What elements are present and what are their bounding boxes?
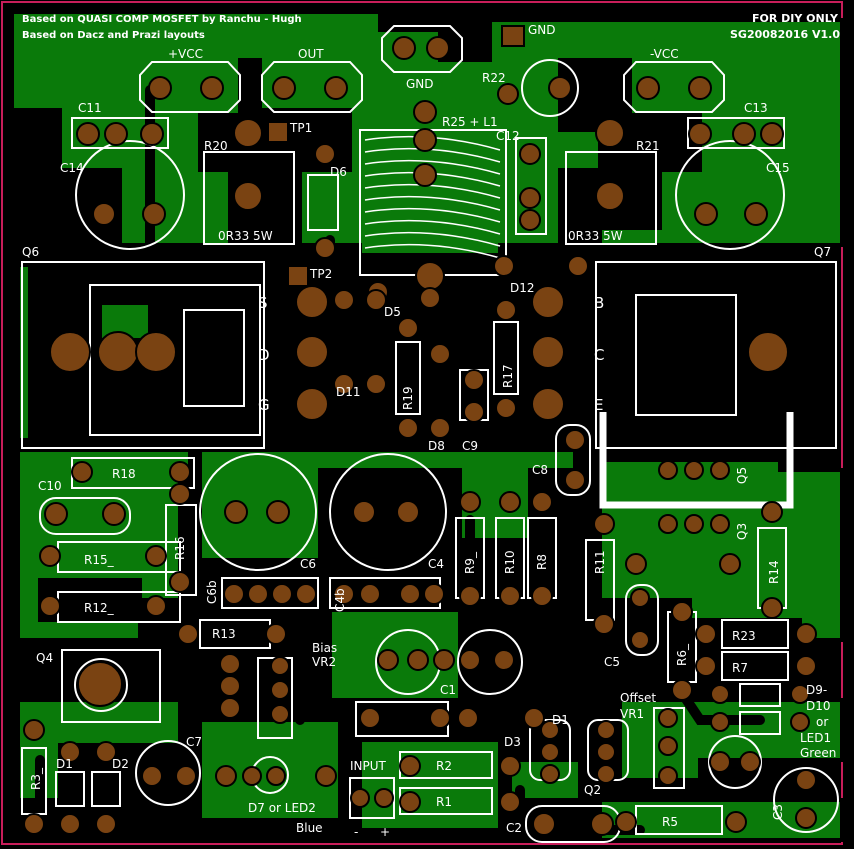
r25-label: R25 + L1 <box>442 115 498 129</box>
silkscreen <box>21 25 839 843</box>
q3-label: Q3 <box>735 523 749 540</box>
d12-label: D12 <box>510 281 535 295</box>
bias-label: Bias <box>312 641 337 655</box>
gnd-label: GND <box>406 77 434 91</box>
r17-label: R17 <box>501 364 515 388</box>
heatsink-bracket <box>599 412 794 509</box>
blue-label: Blue <box>296 821 323 835</box>
c1-label: C1 <box>440 683 456 697</box>
r21-value: 0R33 5W <box>568 229 623 243</box>
c13-label: C13 <box>744 101 768 115</box>
c10-label: C10 <box>38 479 62 493</box>
green-label: Green <box>800 746 836 760</box>
pin-g-label: G <box>258 396 270 414</box>
c14-label: C14 <box>60 161 84 175</box>
r8-label: R8 <box>535 554 549 570</box>
c6-label: C6 <box>300 557 316 571</box>
d2-label: D2 <box>112 757 129 771</box>
q2-label: Q2 <box>584 783 601 797</box>
vr2-label: VR2 <box>312 655 336 669</box>
input-plus: + <box>380 825 390 839</box>
r6-label: R6_ <box>675 643 689 666</box>
q7-label: Q7 <box>814 245 831 259</box>
d3-label: D3 <box>504 735 521 749</box>
c12-label: C12 <box>496 129 520 143</box>
d6-label: D6 <box>330 165 347 179</box>
credit-line-2: Based on Dacz and Prazi layouts <box>22 30 205 41</box>
tp1-label: TP1 <box>289 121 312 135</box>
c9-label: C9 <box>462 439 478 453</box>
c6b-label: C6b <box>205 580 219 604</box>
r3-label: R3_ <box>29 767 43 790</box>
r12-label: R12_ <box>84 601 115 615</box>
c5-label: C5 <box>604 655 620 669</box>
input-label: INPUT <box>350 759 387 773</box>
r20-value: 0R33 5W <box>218 229 273 243</box>
out-label: OUT <box>298 47 324 61</box>
pin-e-label: E <box>594 396 603 414</box>
silk-labels: Based on QUASI COMP MOSFET by Ranchu - H… <box>22 12 840 839</box>
vcc-pos-label: +VCC <box>168 47 203 61</box>
r19-label: R19 <box>401 386 415 410</box>
r22-label: R22 <box>482 71 506 85</box>
r16-label: R16 <box>173 536 187 560</box>
led1-label: LED1 <box>800 731 831 745</box>
gnd-top-label: GND <box>528 23 556 37</box>
r11-label: R11 <box>593 550 607 574</box>
r1-label: R1 <box>436 795 452 809</box>
input-minus: - <box>354 825 358 839</box>
c4-label: C4 <box>428 557 444 571</box>
d11-label: D11 <box>336 385 361 399</box>
q5-label: Q5 <box>735 467 749 484</box>
r7-label: R7 <box>732 661 748 675</box>
vr1-label: VR1 <box>620 707 644 721</box>
d1-label: D1 <box>552 713 569 727</box>
d7-label: D7 or LED2 <box>248 801 316 815</box>
q4-label: Q4 <box>36 651 53 665</box>
c4b-label: C4b <box>333 588 347 612</box>
pads <box>23 25 817 836</box>
credit-line-1: Based on QUASI COMP MOSFET by Ranchu - H… <box>22 14 302 25</box>
diy-note: FOR DIY ONLY <box>752 12 839 25</box>
r13-label: R13 <box>212 627 236 641</box>
r23-label: R23 <box>732 629 756 643</box>
c2-label: C2 <box>506 821 522 835</box>
c7-label: C7 <box>186 735 202 749</box>
pin-s-label: S <box>258 294 268 312</box>
r5-label: R5 <box>662 815 678 829</box>
r14-label: R14 <box>767 560 781 584</box>
c3-label: C3 <box>771 804 785 820</box>
d8-label: D8 <box>428 439 445 453</box>
offset-label: Offset <box>620 691 656 705</box>
vcc-neg-label: -VCC <box>650 47 679 61</box>
version-label: SG20082016 V1.0 <box>730 28 840 41</box>
or-label: or <box>816 715 828 729</box>
r2-label: R2 <box>436 759 452 773</box>
c15-label: C15 <box>766 161 790 175</box>
r21-label: R21 <box>636 139 660 153</box>
r10-label: R10 <box>503 550 517 574</box>
d10-label: D10 <box>806 699 831 713</box>
q6-label: Q6 <box>22 245 39 259</box>
r18-label: R18 <box>112 467 136 481</box>
c8-label: C8 <box>532 463 548 477</box>
pin-b-label: B <box>594 294 604 312</box>
d5-label: D5 <box>384 305 401 319</box>
r20-label: R20 <box>204 139 228 153</box>
inductor-coil <box>364 135 501 259</box>
tp2-label: TP2 <box>309 267 332 281</box>
d1b-label: D1 <box>56 757 73 771</box>
r9-label: R9_ <box>463 551 477 574</box>
pin-d-label: D <box>258 346 270 364</box>
c11-label: C11 <box>78 101 102 115</box>
pin-c-label: C <box>594 346 604 364</box>
d9-label: D9- <box>806 683 827 697</box>
r15-label: R15_ <box>84 553 115 567</box>
